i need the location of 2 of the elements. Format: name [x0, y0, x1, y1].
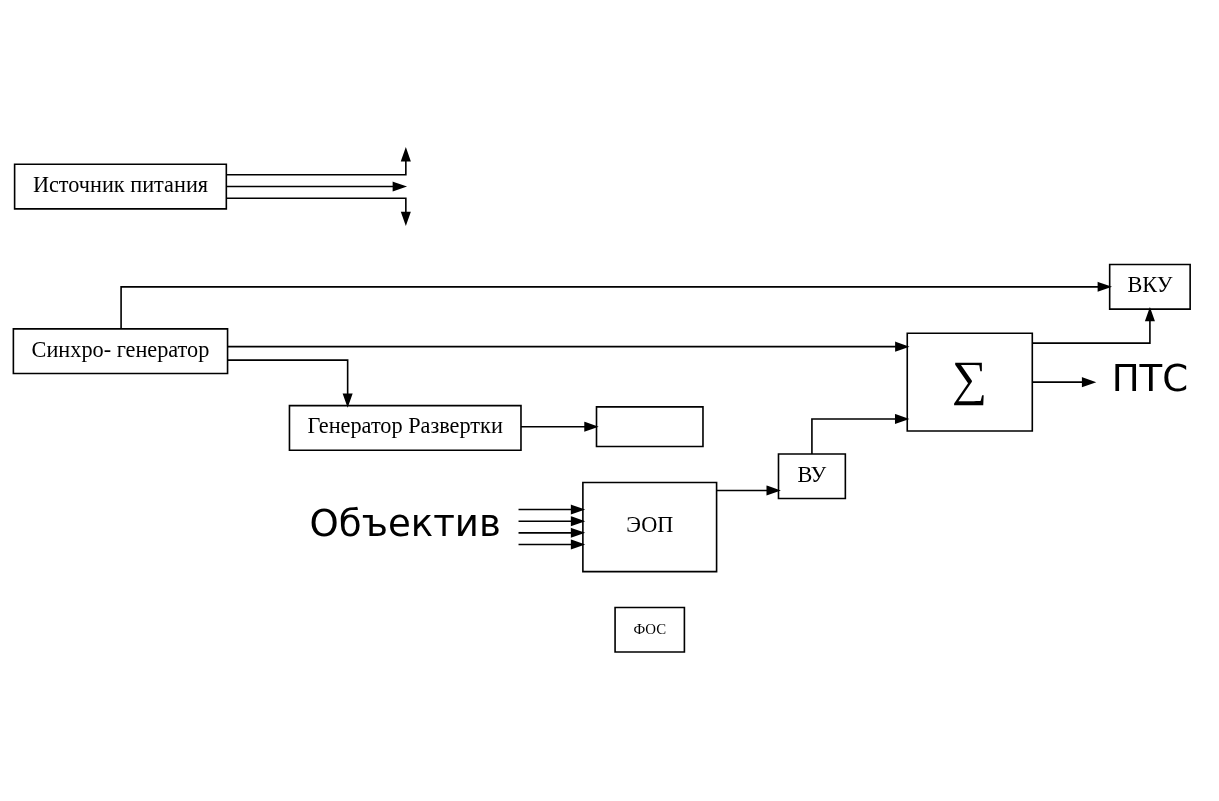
- node-text: ПТС: [1111, 357, 1189, 401]
- node-text: Объектив: [309, 502, 501, 546]
